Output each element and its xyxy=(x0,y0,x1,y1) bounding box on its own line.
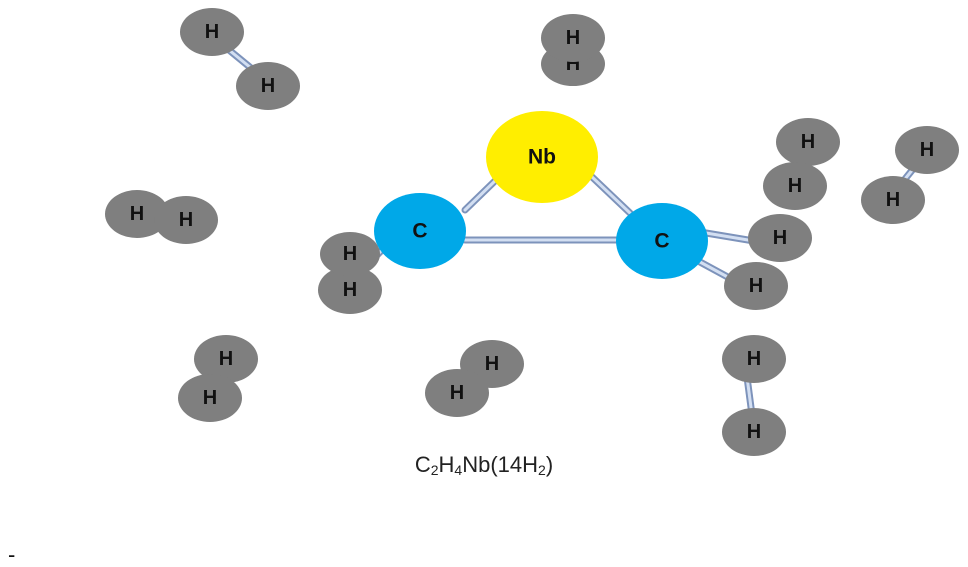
carbon-atom-right-label: C xyxy=(654,230,669,253)
bond-c1-nb-highlight xyxy=(463,176,500,212)
carbon-atom-right-sphere xyxy=(616,203,708,279)
h-atom-b1-label: H xyxy=(566,27,580,49)
h-atom-c1-lower-sphere xyxy=(318,266,382,314)
carbon-atom-left-sphere xyxy=(374,193,466,269)
h-atom-g1-label: H xyxy=(920,139,934,161)
h-atom-l1-sphere xyxy=(722,335,786,383)
h-atom-a2: H xyxy=(236,62,300,110)
h-atom-f2-sphere xyxy=(763,162,827,210)
h-atom-a2-sphere xyxy=(236,62,300,110)
h-atom-l2-sphere xyxy=(722,408,786,456)
h-atom-c2-upper: H xyxy=(748,214,812,262)
h-atom-i1-sphere xyxy=(194,335,258,383)
formula-text: Nb(14H xyxy=(462,452,539,477)
carbon-atom-left-label: C xyxy=(412,220,427,243)
h-atom-g2-label: H xyxy=(886,189,900,211)
formula-text: ) xyxy=(545,452,554,477)
h-atom-i2-label: H xyxy=(203,387,217,409)
h-atom-c2-upper-sphere xyxy=(748,214,812,262)
h-atom-c1: H xyxy=(105,190,169,238)
h-atom-k1-label: H xyxy=(450,382,464,404)
h-atom-k1: H xyxy=(425,369,489,417)
h-atom-a1-sphere xyxy=(180,8,244,56)
h-atom-i2: H xyxy=(178,374,242,422)
bond-nb-c2-highlight xyxy=(588,173,632,215)
h-atom-c1-lower-label: H xyxy=(343,279,357,301)
h-atom-g1-sphere xyxy=(895,126,959,174)
h-atom-a1-label: H xyxy=(205,21,219,43)
h-atom-a1: H xyxy=(180,8,244,56)
formula-subscript: 2 xyxy=(538,462,546,478)
molecule-formula: C2H4Nb(14H2) xyxy=(0,452,968,478)
h-atom-g2-sphere xyxy=(861,176,925,224)
carbon-atom-left: C xyxy=(374,193,466,269)
h-atom-c1-sphere xyxy=(105,190,169,238)
h-atom-c1-upper: H xyxy=(320,232,380,276)
formula-text: C xyxy=(414,452,431,477)
niobium-atom-label: Nb xyxy=(528,146,556,169)
h-atom-c1-upper-sphere xyxy=(320,232,380,276)
h-atom-b1-sphere xyxy=(541,14,605,62)
h-atom-c2-upper-label: H xyxy=(773,227,787,249)
h-atom-i1-label: H xyxy=(219,348,233,370)
bond-layer xyxy=(208,32,930,434)
h-atom-g1: H xyxy=(895,126,959,174)
h-atom-c2-label: H xyxy=(179,209,193,231)
h-atom-c2-lower-sphere xyxy=(724,262,788,310)
h-atom-f1-label: H xyxy=(801,131,815,153)
h-atom-i1: H xyxy=(194,335,258,383)
h-atom-k1-sphere xyxy=(425,369,489,417)
h-atom-a2-label: H xyxy=(261,75,275,97)
h-atom-f1: H xyxy=(776,118,840,166)
formula-subscript: 4 xyxy=(454,462,463,478)
formula-text: H xyxy=(438,452,455,477)
footer-mark: - xyxy=(8,542,16,567)
h-atom-l1-label: H xyxy=(747,348,761,370)
h-atom-c2-lower: H xyxy=(724,262,788,310)
h-atom-f2-label: H xyxy=(788,175,802,197)
h-atom-c2-lower-label: H xyxy=(749,275,763,297)
h-atom-c1-label: H xyxy=(130,203,144,225)
h-atom-b1: H xyxy=(541,14,605,62)
carbon-atom-right: C xyxy=(616,203,708,279)
h-atom-l2: H xyxy=(722,408,786,456)
h-atom-l2-label: H xyxy=(747,421,761,443)
h-atom-l1: H xyxy=(722,335,786,383)
h-atom-c1-lower: H xyxy=(318,266,382,314)
h-atom-c1-upper-label: H xyxy=(343,243,357,265)
h-atom-f1-sphere xyxy=(776,118,840,166)
h-atom-k2-label: H xyxy=(485,353,499,375)
h-atom-g2: H xyxy=(861,176,925,224)
h-atom-c2: H xyxy=(154,196,218,244)
h-atom-f2: H xyxy=(763,162,827,210)
h-atom-c2-sphere xyxy=(154,196,218,244)
niobium-atom: Nb xyxy=(486,111,598,203)
h-atom-i2-sphere xyxy=(178,374,242,422)
niobium-atom-sphere xyxy=(486,111,598,203)
formula-subscript: 2 xyxy=(430,462,439,478)
